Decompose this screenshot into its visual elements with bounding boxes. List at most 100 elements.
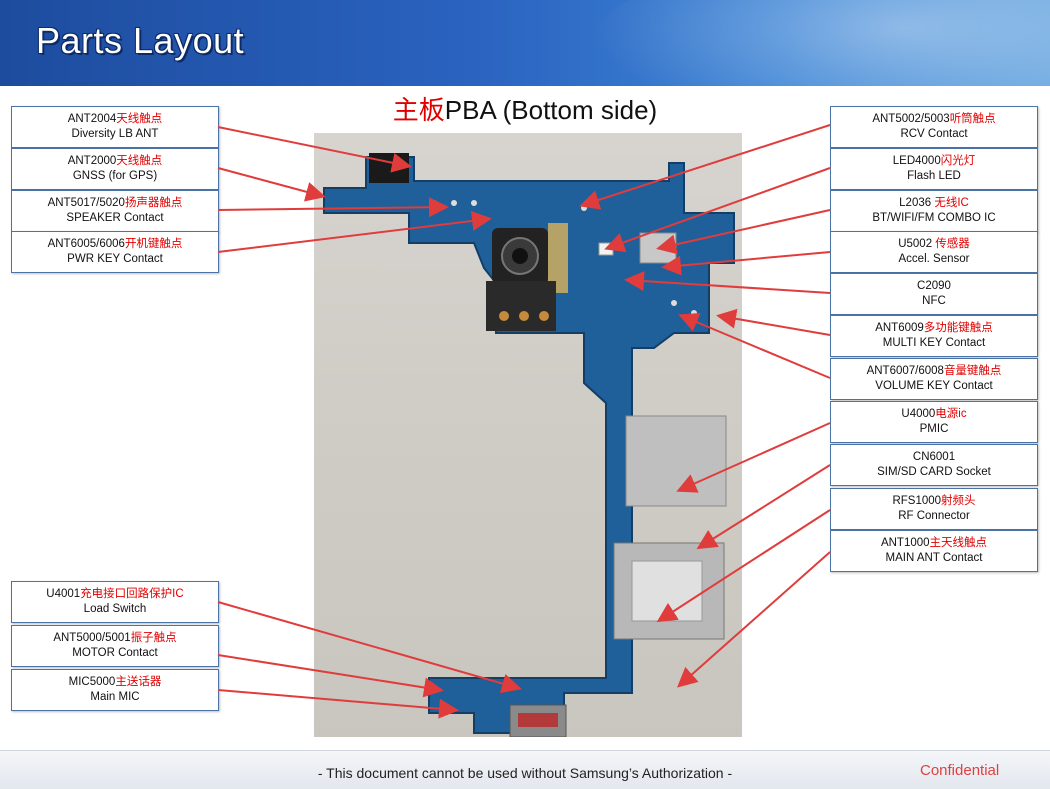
label-cn: 主送话器 [115, 676, 162, 688]
label-code: ANT2004 [67, 113, 117, 125]
label-en: GNSS (for GPS) [72, 170, 158, 182]
label-code: ANT5017/5020 [47, 197, 125, 209]
label-code: ANT1000 [880, 537, 930, 549]
arrow-c2090 [624, 271, 831, 294]
label-en: Main MIC [90, 691, 140, 703]
label-cn: 天线触点 [116, 155, 163, 167]
slide-footer: - This document cannot be used without S… [0, 750, 1050, 789]
label-en: VOLUME KEY Contact [875, 380, 993, 392]
label-c2090: C2090 NFC [830, 273, 1038, 315]
subtitle-en: PBA (Bottom side) [444, 95, 658, 125]
label-cn: 传感器 [935, 238, 970, 250]
flex-strip [548, 223, 568, 293]
label-cn: 充电接口回路保护IC [80, 588, 184, 600]
label-en: Accel. Sensor [898, 253, 970, 265]
label-code: ANT5000/5001 [53, 632, 131, 644]
label-ant5002: ANT5002/5003听筒触点 RCV Contact [830, 106, 1038, 148]
label-cn6001: CN6001 SIM/SD CARD Socket [830, 444, 1038, 486]
label-led4000: LED4000闪光灯 Flash LED [830, 148, 1038, 190]
label-ant6007: ANT6007/6008音量键触点 VOLUME KEY Contact [830, 358, 1038, 400]
slide-title: Parts Layout [36, 20, 245, 61]
label-cn: 闪光灯 [940, 155, 976, 167]
arrow-ant6007 [678, 312, 831, 379]
label-ant5000: ANT5000/5001振子触点 MOTOR Contact [11, 625, 219, 667]
label-en: Load Switch [83, 603, 147, 615]
label-ant2000: ANT2000天线触点 GNSS (for GPS) [11, 148, 219, 190]
arrow-mic5000 [217, 689, 459, 719]
label-en: SPEAKER Contact [66, 212, 164, 224]
label-code: LED4000 [892, 155, 941, 167]
label-code: U4000 [901, 408, 936, 420]
label-code: ANT6009 [875, 322, 924, 334]
label-cn: 开机键触点 [124, 238, 183, 250]
label-code: L2036 [899, 197, 935, 209]
label-code: U5002 [898, 238, 936, 250]
label-mic5000: MIC5000主送话器 Main MIC [11, 669, 219, 711]
label-ant2004: ANT2004天线触点 Diversity LB ANT [11, 106, 219, 148]
label-cn: 扬声器触点 [124, 197, 183, 209]
label-cn: 射频头 [941, 495, 976, 507]
arrow-ant2004 [217, 126, 412, 173]
arrow-ant2000 [217, 167, 326, 202]
label-cn: 听筒触点 [949, 113, 996, 125]
label-en: SIM/SD CARD Socket [877, 466, 991, 478]
camera-lens-inner [512, 248, 528, 264]
arrow-ant5017 [217, 197, 449, 218]
pad-c [471, 200, 477, 206]
pad-e [671, 300, 677, 306]
authorization-note: - This document cannot be used without S… [317, 765, 733, 781]
arrow-ant6009 [716, 308, 831, 336]
label-ant6009: ANT6009多功能键触点 MULTI KEY Contact [830, 315, 1038, 357]
arrow-ant5000 [217, 654, 444, 698]
arrow-ant6005 [217, 211, 492, 253]
label-en: RF Connector [898, 510, 970, 522]
label-u5002: U5002 传感器 Accel. Sensor [830, 231, 1038, 273]
label-en: NFC [922, 295, 946, 307]
arrow-u5002 [661, 251, 831, 276]
label-code: C2090 [917, 280, 951, 292]
pad-b [451, 200, 457, 206]
label-code: U4001 [46, 588, 81, 600]
pcb-photo [314, 133, 742, 738]
slide-header: Parts Layout [0, 0, 1050, 86]
confidential-mark: Confidential [920, 762, 1000, 779]
contact-1 [499, 311, 509, 321]
label-ant5017: ANT5017/5020扬声器触点 SPEAKER Contact [11, 190, 219, 232]
label-en: Flash LED [907, 170, 961, 182]
arrow-l2036 [656, 209, 831, 255]
arrow-cn6001 [696, 464, 831, 550]
label-cn: 天线触点 [116, 113, 163, 125]
label-en: PWR KEY Contact [67, 253, 163, 265]
arrow-u4001 [217, 601, 522, 694]
label-en: BT/WIFI/FM COMBO IC [872, 212, 996, 224]
label-en: PMIC [919, 423, 949, 435]
label-en: MOTOR Contact [72, 647, 158, 659]
label-rfs1000: RFS1000射频头 RF Connector [830, 488, 1038, 530]
label-cn: 音量键触点 [943, 365, 1002, 377]
label-cn: 振子触点 [130, 632, 177, 644]
label-en: MULTI KEY Contact [882, 337, 986, 349]
header-swoosh [590, 0, 1050, 86]
label-ant1000: ANT1000主天线触点 MAIN ANT Contact [830, 530, 1038, 572]
label-u4000: U4000电源ic PMIC [830, 401, 1038, 443]
label-ant6005: ANT6005/6006开机键触点 PWR KEY Contact [11, 231, 219, 273]
label-en: RCV Contact [900, 128, 968, 140]
label-code: ANT6007/6008 [866, 365, 944, 377]
label-code: ANT6005/6006 [47, 238, 125, 250]
board-subtitle: 主板PBA (Bottom side) [315, 90, 735, 127]
contact-2 [519, 311, 529, 321]
arrow-u4000 [676, 422, 831, 493]
arrow-ant5002 [579, 124, 831, 210]
label-u4001: U4001充电接口回路保护IC Load Switch [11, 581, 219, 623]
label-code: CN6001 [912, 451, 956, 463]
label-cn: 电源ic [935, 408, 967, 420]
label-cn: 无线IC [934, 197, 969, 209]
label-code: ANT2000 [67, 155, 117, 167]
pmic-shield [625, 415, 727, 507]
arrow-ant1000 [677, 551, 831, 688]
subtitle-cn: 主板 [392, 95, 445, 125]
label-cn: 主天线触点 [929, 537, 988, 549]
label-cn: 多功能键触点 [923, 322, 993, 334]
key-contacts [486, 281, 556, 331]
label-code: ANT5002/5003 [872, 113, 950, 125]
